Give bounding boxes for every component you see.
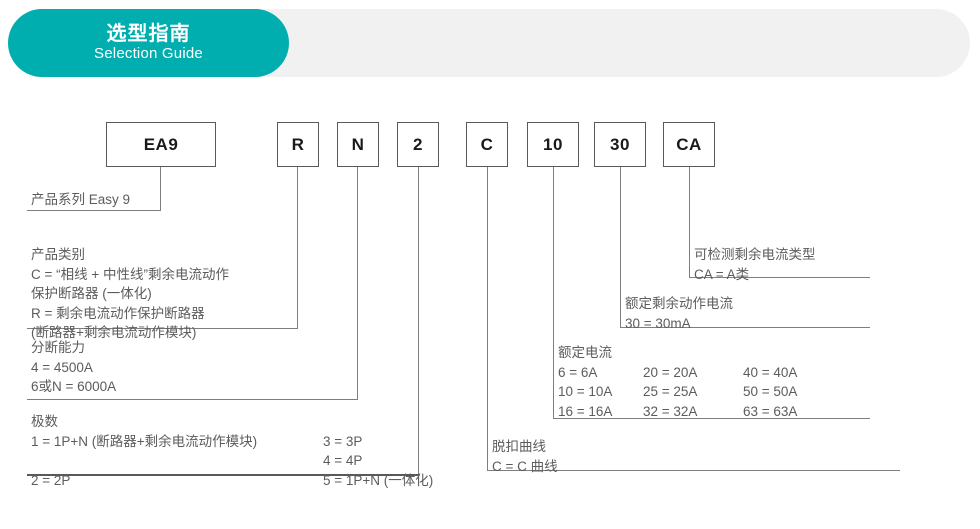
note-breaking-capacity-line-1: 4 = 4500A: [31, 359, 93, 375]
note-residual-current: 额定剩余动作电流 30 = 30mA: [625, 294, 733, 333]
note-poles-row-0-left: 1 = 1P+N (断路器+剩余电流动作模块): [31, 433, 258, 449]
header-title-group: 选型指南 Selection Guide: [8, 9, 289, 77]
code-box-poles: 2: [397, 122, 439, 167]
leader-hline-trip-curve: [487, 470, 900, 472]
page-title-en: Selection Guide: [94, 45, 203, 63]
leader-hline-breaking-capacity: [27, 399, 358, 401]
note-residual-type-line-0: 可检测剩余电流类型: [694, 247, 816, 262]
note-product-type-line-3: R = 剩余电流动作保护断路器: [31, 305, 205, 321]
code-box-trip-curve: C: [466, 122, 508, 167]
note-rated-current-0-2: 40 = 40A: [743, 364, 798, 380]
note-series: 产品系列 Easy 9: [31, 190, 130, 210]
note-rated-current-0-1: 20 = 20A: [643, 364, 698, 380]
note-rated-current-1-1: 25 = 25A: [643, 384, 698, 399]
note-trip-curve-line-0: 脱扣曲线: [492, 439, 546, 454]
note-rated-current-row-0: 6 = 6A 20 = 20A 40 = 40A: [558, 363, 797, 383]
code-box-breaking-capacity: N: [337, 122, 379, 167]
note-poles-row-2-right: 5 = 1P+N (一体化): [323, 472, 434, 488]
code-box-product-type: R: [277, 122, 319, 167]
note-breaking-capacity-line-0: 分断能力: [31, 340, 85, 355]
note-product-type-line-1: C = “相线 + 中性线”剩余电流动作: [31, 266, 230, 282]
note-poles-row-1-right: 4 = 4P: [323, 453, 363, 468]
note-product-type-line-4: (断路器+剩余电流动作模块): [31, 325, 197, 340]
note-trip-curve-line-1: C = C 曲线: [492, 458, 558, 474]
note-breaking-capacity: 分断能力 4 = 4500A 6或N = 6000A: [31, 338, 116, 397]
leader-vline-residual-current: [620, 167, 622, 328]
note-rated-current-header: 额定电流: [558, 345, 612, 360]
leader-vline-poles: [418, 167, 420, 475]
note-poles-row-2-left: 2 = 2P: [31, 472, 71, 488]
note-trip-curve: 脱扣曲线 C = C 曲线: [492, 437, 558, 476]
leader-vline-trip-curve: [487, 167, 489, 471]
note-rated-current-1-0: 10 = 10A: [558, 384, 613, 399]
note-poles-row-0-right: 3 = 3P: [323, 433, 363, 449]
leader-hline-series: [27, 210, 161, 212]
leader-hline-product-type: [27, 328, 298, 330]
note-rated-current-2-1: 32 = 32A: [643, 403, 698, 419]
leader-hline-poles: [27, 474, 419, 476]
note-poles-row-0: 1 = 1P+N (断路器+剩余电流动作模块) 3 = 3P: [31, 432, 433, 452]
page-title-cn: 选型指南: [106, 22, 191, 45]
note-residual-type: 可检测剩余电流类型 CA = A类: [694, 245, 816, 284]
note-rated-current-2-2: 63 = 63A: [743, 403, 798, 419]
note-product-type: 产品类别 C = “相线 + 中性线”剩余电流动作 保护断路器 (一体化) R …: [31, 245, 229, 343]
leader-vline-rated-current: [553, 167, 555, 419]
header-pill: [8, 9, 289, 77]
leader-vline-product-type: [297, 167, 299, 329]
code-box-residual-current: 30: [594, 122, 646, 167]
code-box-rated-current: 10: [527, 122, 579, 167]
note-poles: 极数 1 = 1P+N (断路器+剩余电流动作模块)3 = 3P 4 = 4P …: [31, 412, 433, 490]
note-residual-current-line-0: 额定剩余动作电流: [625, 296, 733, 311]
note-rated-current-row-1: 10 = 10A 25 = 25A 50 = 50A: [558, 382, 797, 402]
note-poles-header: 极数: [31, 414, 58, 429]
note-rated-current-1-2: 50 = 50A: [743, 384, 798, 399]
code-box-residual-type: CA: [663, 122, 715, 167]
note-poles-row-1: 4 = 4P: [31, 451, 433, 471]
note-rated-current: 额定电流 6 = 6A 20 = 20A 40 = 40A 10 = 10A 25 =…: [558, 343, 797, 421]
leader-hline-rated-current: [553, 418, 870, 420]
note-poles-row-2: 2 = 2P 5 = 1P+N (一体化): [31, 471, 433, 491]
note-rated-current-2-0: 16 = 16A: [558, 403, 613, 419]
note-breaking-capacity-line-2: 6或N = 6000A: [31, 379, 117, 394]
note-product-type-line-0: 产品类别: [31, 247, 85, 262]
note-series-line-0: 产品系列 Easy 9: [31, 192, 131, 207]
note-residual-type-line-1: CA = A类: [694, 266, 750, 282]
note-rated-current-row-2: 16 = 16A 32 = 32A 63 = 63A: [558, 402, 797, 422]
note-product-type-line-2: 保护断路器 (一体化): [31, 286, 152, 301]
leader-vline-series: [160, 167, 162, 211]
leader-vline-residual-type: [689, 167, 691, 278]
note-rated-current-0-0: 6 = 6A: [558, 364, 598, 380]
leader-hline-residual-current: [620, 327, 870, 329]
leader-vline-breaking-capacity: [357, 167, 359, 400]
code-box-series: EA9: [106, 122, 216, 167]
leader-hline-residual-type: [689, 277, 870, 279]
note-residual-current-line-1: 30 = 30mA: [625, 315, 691, 331]
